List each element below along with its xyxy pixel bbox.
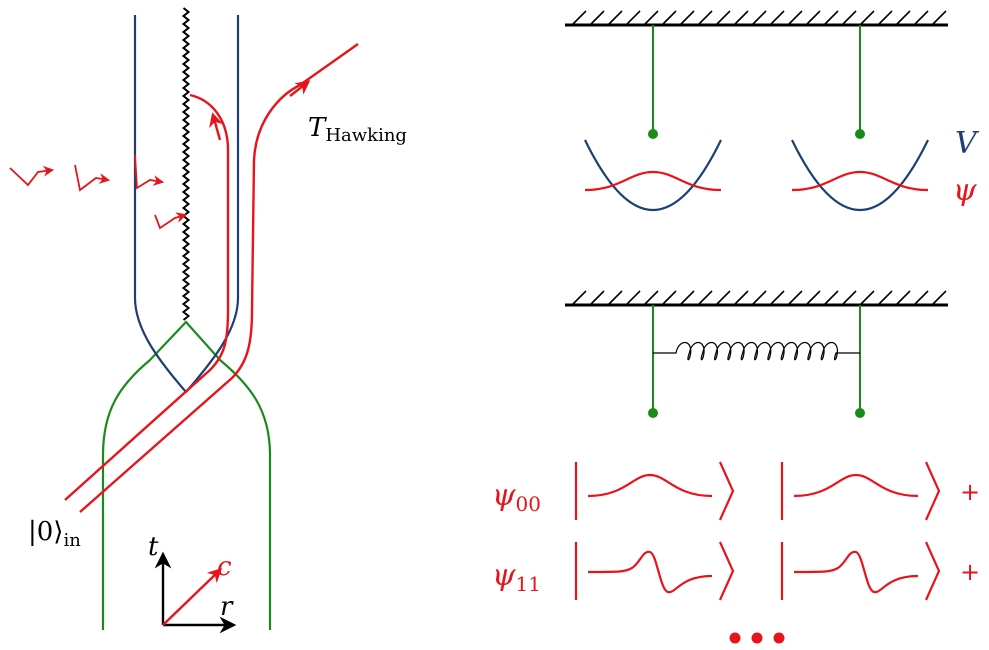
hatch-mark xyxy=(643,10,659,26)
hatch-mark xyxy=(823,290,839,306)
horizon-line-right xyxy=(185,15,240,393)
hatch-mark xyxy=(877,290,893,306)
hatch-mark xyxy=(589,290,605,306)
hatch-mark xyxy=(895,290,911,306)
hatch-mark xyxy=(661,10,677,26)
ceiling-hatching-bottom xyxy=(571,290,947,306)
squiggle-4 xyxy=(154,212,188,230)
hatch-mark xyxy=(931,10,947,26)
hatch-mark xyxy=(787,290,803,306)
hatch-mark xyxy=(841,10,857,26)
ingoing-ray-arrow-inner xyxy=(209,112,224,141)
axis-c-arrow xyxy=(162,568,223,626)
ket-00-wave-2 xyxy=(793,473,919,498)
bob-right-bottom xyxy=(855,408,865,418)
ellipsis-dot-1 xyxy=(729,632,741,644)
singularity-zigzag xyxy=(181,7,191,321)
coupling-spring xyxy=(653,341,860,361)
hatch-mark xyxy=(625,290,641,306)
hatch-mark xyxy=(841,290,857,306)
hatch-mark xyxy=(769,10,785,26)
hatch-mark xyxy=(895,10,911,26)
hatch-mark xyxy=(769,290,785,306)
state-00-label: ψ00 xyxy=(492,478,541,516)
hatch-mark xyxy=(607,10,623,26)
collapsing-shell-line xyxy=(101,320,272,630)
ket-11-wave-2 xyxy=(793,550,919,594)
hatch-mark xyxy=(715,10,731,26)
hatch-mark xyxy=(751,10,767,26)
hatch-mark xyxy=(697,290,713,306)
hatch-mark xyxy=(571,10,587,26)
hatch-mark xyxy=(877,10,893,26)
hatch-mark xyxy=(679,10,695,26)
hatch-mark xyxy=(571,290,587,306)
ceiling-hatching-top xyxy=(571,10,947,26)
hatch-mark xyxy=(859,10,875,26)
squiggle-2 xyxy=(74,164,111,192)
wavefunction-left xyxy=(584,170,722,192)
ket-00-angle-1 xyxy=(718,461,735,521)
bob-right-top xyxy=(855,129,865,139)
hatch-mark xyxy=(751,290,767,306)
ingoing-ray-outer xyxy=(79,43,359,513)
axis-c-label: c xyxy=(217,552,232,582)
wavefunction-right xyxy=(791,170,929,192)
plus-sign-2: + xyxy=(960,558,980,586)
plus-sign-1: + xyxy=(960,478,980,506)
hatch-mark xyxy=(913,290,929,306)
ellipsis-dot-3 xyxy=(773,632,785,644)
state-expansion: ψ00 ψ11 + + xyxy=(492,461,980,644)
wavefunction-label: ψ xyxy=(953,173,977,208)
uncoupled-oscillators: V ψ xyxy=(565,10,980,212)
horizon-line-left xyxy=(133,15,187,393)
hawking-ray-arrow xyxy=(289,80,311,97)
hatch-mark xyxy=(589,10,605,26)
hatch-mark xyxy=(733,10,749,26)
hatch-mark xyxy=(643,290,659,306)
hatch-mark xyxy=(805,10,821,26)
potential-label: V xyxy=(955,126,980,161)
ket-00-wave-1 xyxy=(587,473,713,498)
ingoing-ray-inner xyxy=(64,93,230,501)
axis-r-label: r xyxy=(220,592,234,622)
state-11-label: ψ11 xyxy=(492,558,541,596)
radiation-squiggles xyxy=(9,154,188,230)
hatch-mark xyxy=(607,290,623,306)
hatch-mark xyxy=(733,290,749,306)
axis-t-label: t xyxy=(148,532,159,562)
black-hole-diagram: THawking |0⟩in t r c xyxy=(9,7,407,634)
hatch-mark xyxy=(823,10,839,26)
hatch-mark xyxy=(913,10,929,26)
ket-11-angle-1 xyxy=(718,541,735,601)
bob-left-bottom xyxy=(648,408,658,418)
hatch-mark xyxy=(715,290,731,306)
vacuum-state-label: |0⟩in xyxy=(28,517,81,551)
hatch-mark xyxy=(697,10,713,26)
hatch-mark xyxy=(859,290,875,306)
coupled-oscillators xyxy=(565,290,948,418)
ellipsis-dot-2 xyxy=(751,632,763,644)
ket-11-angle-2 xyxy=(924,541,941,601)
hatch-mark xyxy=(625,10,641,26)
hatch-mark xyxy=(679,290,695,306)
squiggle-3 xyxy=(134,154,165,190)
hatch-mark xyxy=(661,290,677,306)
ket-00-angle-2 xyxy=(924,461,941,521)
hawking-temperature-label: THawking xyxy=(308,113,407,146)
squiggle-1 xyxy=(9,165,55,187)
hatch-mark xyxy=(787,10,803,26)
hatch-mark xyxy=(931,290,947,306)
potential-well-left xyxy=(584,139,722,212)
potential-well-right xyxy=(791,139,929,212)
bob-left-top xyxy=(648,129,658,139)
hatch-mark xyxy=(805,290,821,306)
ket-11-wave-1 xyxy=(587,550,713,594)
